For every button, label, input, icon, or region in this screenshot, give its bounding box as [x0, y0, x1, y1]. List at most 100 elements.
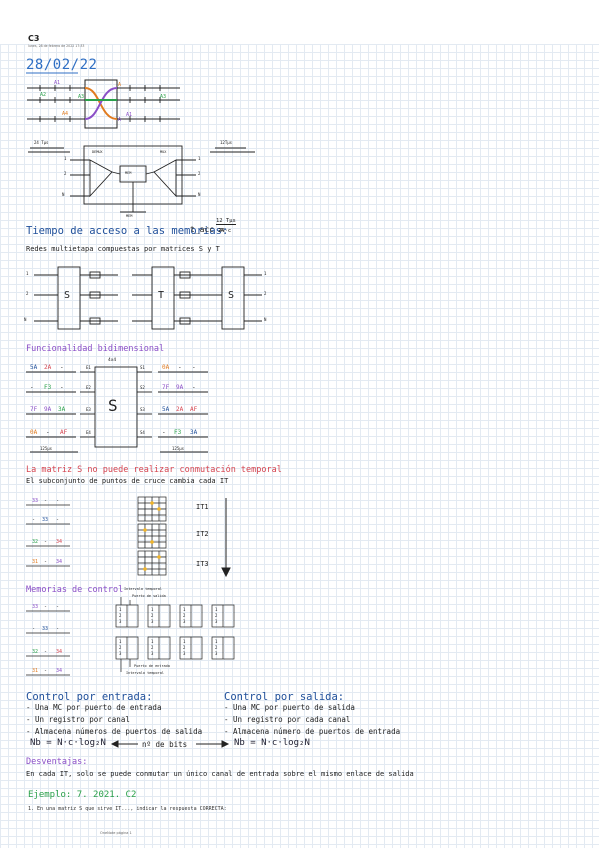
- control-entrada-title: Control por entrada:: [26, 691, 153, 703]
- left-row-3-a: 7F: [30, 406, 38, 413]
- diagram-control-memories: [26, 597, 235, 676]
- func-in-e2: E2: [86, 385, 91, 390]
- left-row-4-b: -: [46, 429, 50, 436]
- mem-bottom-label: MEM: [126, 214, 133, 218]
- it-label-1: IT1: [196, 503, 209, 511]
- right-row-3-c: AF: [190, 406, 198, 413]
- diagram-crossing: [27, 79, 180, 129]
- access-time-denominator: 2N·c: [218, 228, 232, 234]
- control-salida-title: Control por salida:: [224, 691, 345, 703]
- formula-salida: Nb = N·c·log₂N: [234, 738, 310, 748]
- redes-in-2: 2: [26, 291, 29, 296]
- bits-arrows: [110, 740, 230, 748]
- func-in-e4: E4: [86, 430, 91, 435]
- section-temporal-subtitle: El subconjunto de puntos de cruce cambia…: [26, 477, 229, 485]
- temporal-row-1-b: -: [44, 498, 48, 504]
- func-out-s3: S3: [140, 407, 145, 412]
- matrix-size-label: 4x4: [108, 358, 117, 363]
- label-a1-right: A1: [126, 112, 133, 118]
- control-salida-item-1: - Una MC por puerto de salida: [224, 703, 355, 712]
- temporal-row-2: 33: [42, 517, 49, 523]
- left-row-1-a: 5A: [30, 364, 38, 371]
- mc-top-label-1: Intervalo temporal: [124, 587, 162, 591]
- input-n: N: [62, 192, 65, 197]
- temporal-row-1: 33: [32, 498, 39, 504]
- mux-label: MUX: [160, 150, 167, 154]
- right-row-3-a: 5A: [162, 406, 170, 413]
- formula-entrada: Nb = N·c·log₂N: [30, 738, 106, 748]
- left-row-1-c: -: [60, 364, 64, 371]
- mc-bottom-label-1: Puerto de entrada: [134, 664, 170, 668]
- func-out-s1: S1: [140, 365, 145, 370]
- temporal-row-1-c: -: [56, 498, 60, 504]
- input-2: 2: [64, 171, 67, 176]
- diagram-2d-functionality: [26, 366, 208, 453]
- redes-in-n: N: [24, 317, 27, 322]
- left-row-3-c: 3A: [58, 406, 66, 413]
- access-time-numerator: 12 Tμs: [216, 218, 236, 225]
- it-label-2: IT2: [196, 530, 209, 538]
- left-row-4-a: 0A: [30, 429, 38, 436]
- mc-row-2: 33: [42, 626, 49, 632]
- left-row-2-a: -: [30, 384, 34, 391]
- temporal-row-3-c: 34: [56, 539, 63, 545]
- label-a4: A4: [62, 111, 69, 117]
- time-arrow: [221, 498, 231, 578]
- desventajas-text: En cada IT, solo se puede conmutar un ún…: [26, 770, 414, 778]
- ejemplo-text: 1. En una matriz S que sirve IT..., indi…: [28, 806, 227, 812]
- matrix-s-label: S: [108, 396, 118, 415]
- it-label-3: IT3: [196, 560, 209, 568]
- redes-out-1: 1: [264, 271, 267, 276]
- right-row-2-b: 9A: [176, 384, 184, 391]
- formula-bits-label: nº de bits: [142, 740, 188, 749]
- diagram-temporal-grids: [26, 496, 167, 576]
- mc-row-3-b: -: [44, 649, 48, 655]
- stage-s-2: S: [228, 290, 235, 301]
- desventajas-title: Desventajas:: [26, 757, 88, 767]
- right-row-1-c: -: [192, 364, 196, 371]
- purple-crossing-line: [84, 87, 118, 120]
- left-row-4-c: AF: [60, 429, 68, 436]
- temporal-row-4-b: -: [44, 559, 48, 565]
- mc-row-4: 31: [32, 668, 39, 674]
- right-row-4-c: 3A: [190, 429, 198, 436]
- temporal-row-3: 32: [32, 539, 39, 545]
- right-row-1-b: -: [178, 364, 182, 371]
- mc-row-3-c: 34: [56, 649, 63, 655]
- label-a-bottom: A: [118, 117, 122, 123]
- mc-row-3: 32: [32, 649, 39, 655]
- temporal-row-2-c: -: [56, 517, 60, 523]
- func-bracket-right: 125μs: [172, 446, 185, 451]
- redes-out-n: N: [264, 317, 267, 322]
- label-a2: A2: [40, 92, 47, 98]
- left-row-2-c: -: [60, 384, 64, 391]
- func-bracket-left: 125μs: [40, 446, 53, 451]
- control-entrada-item-1: - Una MC por puerto de entrada: [26, 703, 162, 712]
- left-row-3-b: 9A: [44, 406, 52, 413]
- bracket-right-label: 12Tμs: [220, 140, 233, 145]
- label-a-top: A: [118, 82, 122, 88]
- ejemplo-title: Ejemplo: 7. 2021. C2: [28, 790, 137, 800]
- temporal-row-4-c: 34: [56, 559, 63, 565]
- redes-out-2: 2: [264, 291, 267, 296]
- label-a1: A1: [54, 80, 61, 86]
- func-out-s4: S4: [140, 430, 145, 435]
- right-row-2-a: 7F: [162, 384, 170, 391]
- access-time-label: Tiempo de acceso a las memorias:: [26, 225, 229, 237]
- output-n: N: [198, 192, 201, 197]
- left-row-1-b: 2A: [44, 364, 52, 371]
- temporal-row-4: 31: [32, 559, 39, 565]
- bracket-left-label: 24 Tμs: [34, 140, 49, 145]
- control-entrada-item-2: - Un registro por canal: [26, 715, 130, 724]
- right-row-2-c: -: [192, 384, 196, 391]
- control-salida-item-3: - Almacena número de puertos de entrada: [224, 727, 401, 736]
- right-row-3-b: 2A: [176, 406, 184, 413]
